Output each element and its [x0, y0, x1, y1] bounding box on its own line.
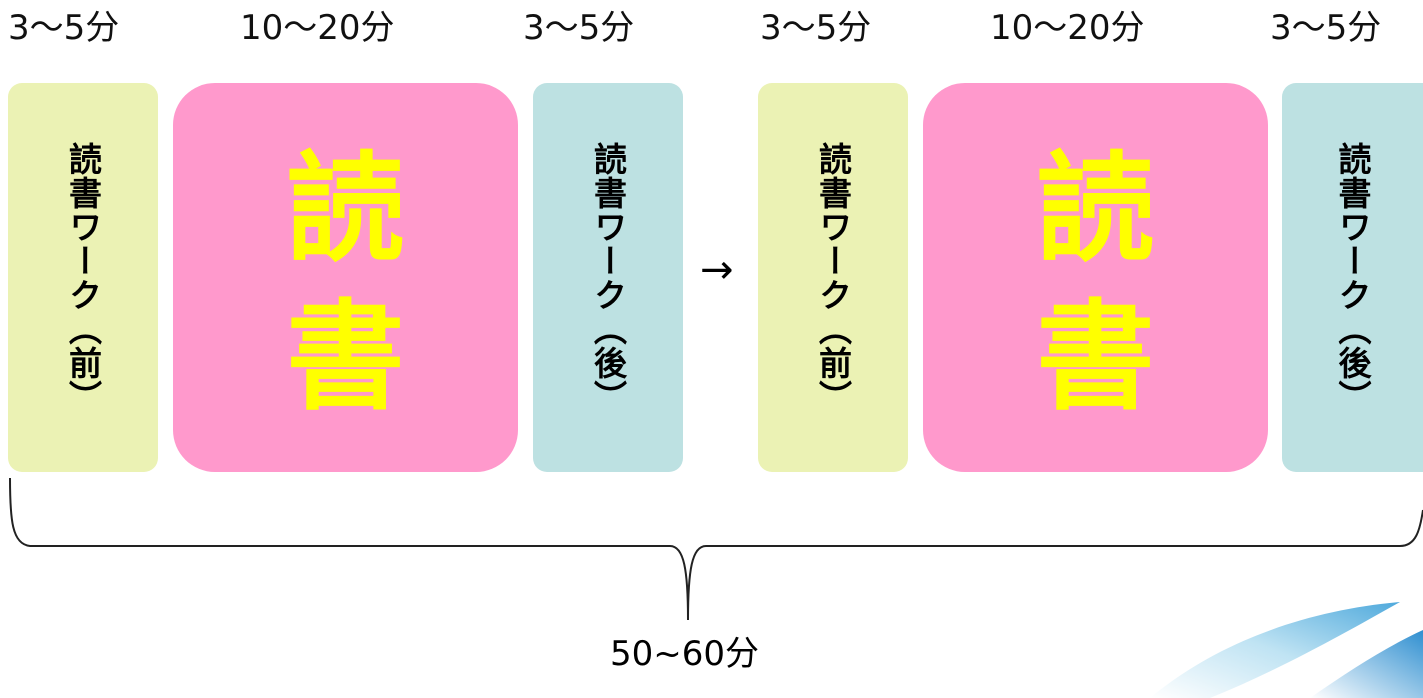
reading-char-1a: 読 — [286, 139, 405, 278]
work-before-block-2: 読書ワーク（前） — [758, 83, 908, 472]
time-label-1: 3〜5分 — [8, 8, 120, 48]
time-label-5: 10〜20分 — [990, 8, 1145, 48]
work-before-block-1: 読書ワーク（前） — [8, 83, 158, 472]
total-duration-label: 50~60分 — [610, 634, 760, 674]
reading-block-2: 読 書 — [923, 83, 1268, 472]
work-after-block-1: 読書ワーク（後） — [533, 83, 683, 472]
work-before-label-1: 読書ワーク（前） — [63, 141, 103, 414]
reading-block-1: 読 書 — [173, 83, 518, 472]
arrow-icon: → — [700, 247, 734, 293]
work-after-label-2: 読書ワーク（後） — [1333, 141, 1372, 414]
time-label-4: 3〜5分 — [760, 8, 872, 48]
time-label-6: 3〜5分 — [1270, 8, 1382, 48]
reading-char-2a: 読 — [1036, 139, 1155, 278]
work-before-label-2: 読書ワーク（前） — [813, 141, 853, 414]
decorative-swoosh-icon — [1150, 602, 1423, 698]
time-label-2: 10〜20分 — [240, 8, 395, 48]
work-after-block-2: 読書ワーク（後） — [1282, 83, 1423, 472]
work-after-label-1: 読書ワーク（後） — [588, 141, 628, 414]
reading-char-1b: 書 — [286, 287, 405, 426]
time-label-3: 3〜5分 — [523, 8, 635, 48]
reading-char-2b: 書 — [1036, 287, 1155, 426]
curly-brace-icon — [9, 477, 1423, 621]
